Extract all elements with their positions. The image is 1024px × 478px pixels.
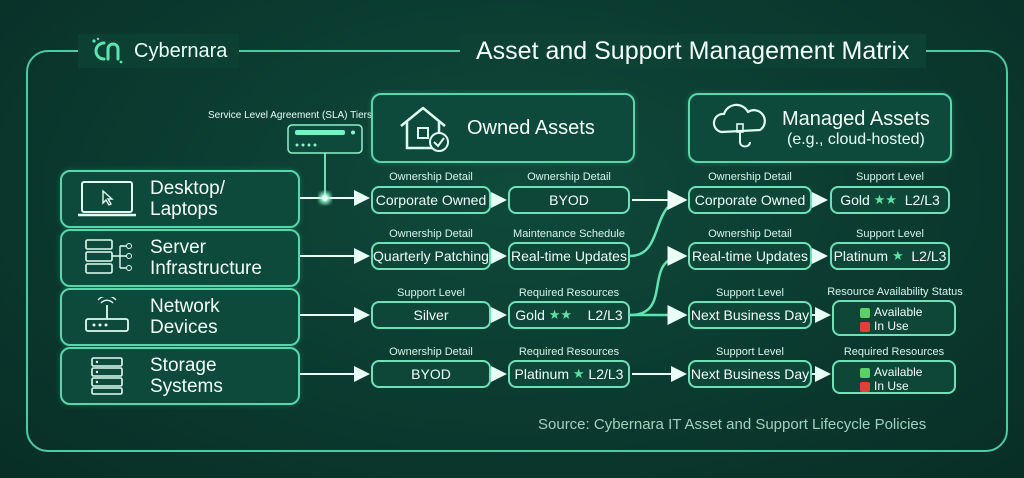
managed-assets-subtitle: (e.g., cloud-hosted) <box>787 130 925 148</box>
cell-r2c3: Real-time Updates <box>688 242 812 270</box>
row-label-line1: Desktop/ <box>150 178 225 199</box>
sla-server-icon <box>287 124 363 154</box>
cell-caption: Ownership Detail <box>389 171 473 183</box>
cell-caption: Ownership Detail <box>389 346 473 358</box>
tier-levels: L2/L3 <box>588 366 624 382</box>
storage-stack-icon <box>91 357 123 395</box>
cybernara-logo-icon <box>92 37 123 64</box>
cell-caption: Maintenance Schedule <box>513 228 625 240</box>
cell-caption: Required Resources <box>843 346 945 358</box>
house-check-icon <box>400 106 449 152</box>
router-wifi-icon <box>85 297 129 332</box>
monitor-cursor-icon <box>78 181 136 217</box>
tier-name: Gold <box>840 192 870 208</box>
star-rating-icon: ★ <box>891 248 904 263</box>
cell-caption: Ownership Detail <box>708 228 792 240</box>
sla-tiers-label: Service Level Agreement (SLA) Tiers <box>208 110 372 121</box>
tier-levels: L2/L3 <box>904 192 940 208</box>
cloud-cable-icon <box>712 103 766 148</box>
managed-assets-header: Managed Assets (e.g., cloud-hosted) <box>688 93 952 163</box>
cell-r3c2: Gold ★★ L2/L3 <box>508 301 630 329</box>
tier-name: Gold <box>515 307 545 323</box>
cell-caption: Support Level <box>397 287 465 299</box>
cell-r1c4: Gold ★★ L2/L3 <box>830 186 950 214</box>
cell-caption: Support Level <box>856 228 924 240</box>
row-desktop-laptops: Desktop/Laptops <box>60 170 300 228</box>
cell-caption: Ownership Detail <box>708 171 792 183</box>
managed-assets-title: Managed Assets <box>782 107 930 130</box>
cell-r2c2: Real-time Updates <box>508 242 630 270</box>
in-use-status-icon <box>860 322 870 332</box>
cell-caption: Support Level <box>856 171 924 183</box>
cell-r2c1: Quarterly Patching <box>371 242 491 270</box>
row-label-line1: Server <box>150 237 206 258</box>
row-label-line1: Network <box>150 296 220 317</box>
row-label-line2: Laptops <box>150 199 218 220</box>
row-label-line2: Devices <box>150 317 218 338</box>
star-rating-icon: ★★ <box>548 307 573 322</box>
cell-r4c3: Next Business Day <box>688 360 812 388</box>
cell-r4c4: Available In Use <box>832 360 956 394</box>
server-rack-network-icon <box>85 239 132 274</box>
tier-levels: L2/L3 <box>587 307 623 323</box>
row-label-line2: Infrastructure <box>150 258 262 279</box>
cell-caption: Resource Availability Status <box>827 286 963 298</box>
brand-name: Cybernara <box>134 39 228 62</box>
row-label-line1: Storage <box>150 355 217 376</box>
in-use-label: In Use <box>874 379 909 393</box>
star-rating-icon: ★ <box>572 366 585 381</box>
available-label: Available <box>874 305 923 319</box>
cell-caption: Support Level <box>716 287 784 299</box>
cell-r3c1: Silver <box>371 301 491 329</box>
owned-assets-header: Owned Assets <box>371 93 635 163</box>
cell-r1c3: Corporate Owned <box>688 186 812 214</box>
row-label-line2: Systems <box>150 376 223 397</box>
cell-r4c2: Platinum ★ L2/L3 <box>508 360 630 388</box>
brand: Cybernara <box>78 34 240 68</box>
cell-caption: Support Level <box>716 346 784 358</box>
page-title: Asset and Support Management Matrix <box>460 34 926 68</box>
tier-name: Platinum <box>833 248 889 264</box>
cell-caption: Required Resources <box>518 346 620 358</box>
available-status-icon <box>860 368 870 378</box>
source-note: Source: Cybernara IT Asset and Support L… <box>538 416 927 433</box>
available-label: Available <box>874 365 923 379</box>
cell-r1c1: Corporate Owned <box>371 186 491 214</box>
cell-r3c3: Next Business Day <box>688 301 812 329</box>
cell-caption: Required Resources <box>518 287 620 299</box>
in-use-label: In Use <box>874 319 909 333</box>
cell-caption: Ownership Detail <box>527 171 611 183</box>
cell-r2c4: Platinum ★ L2/L3 <box>830 242 950 270</box>
cell-r3c4: Available In Use <box>832 300 956 336</box>
tier-levels: L2/L3 <box>911 248 947 264</box>
cell-r1c2: BYOD <box>508 186 630 214</box>
available-status-icon <box>860 308 870 318</box>
in-use-status-icon <box>860 382 870 392</box>
tier-name: Platinum <box>514 366 569 382</box>
owned-assets-title: Owned Assets <box>467 116 595 139</box>
cell-r4c1: BYOD <box>371 360 491 388</box>
star-rating-icon: ★★ <box>873 192 897 207</box>
cell-caption: Ownership Detail <box>389 228 473 240</box>
